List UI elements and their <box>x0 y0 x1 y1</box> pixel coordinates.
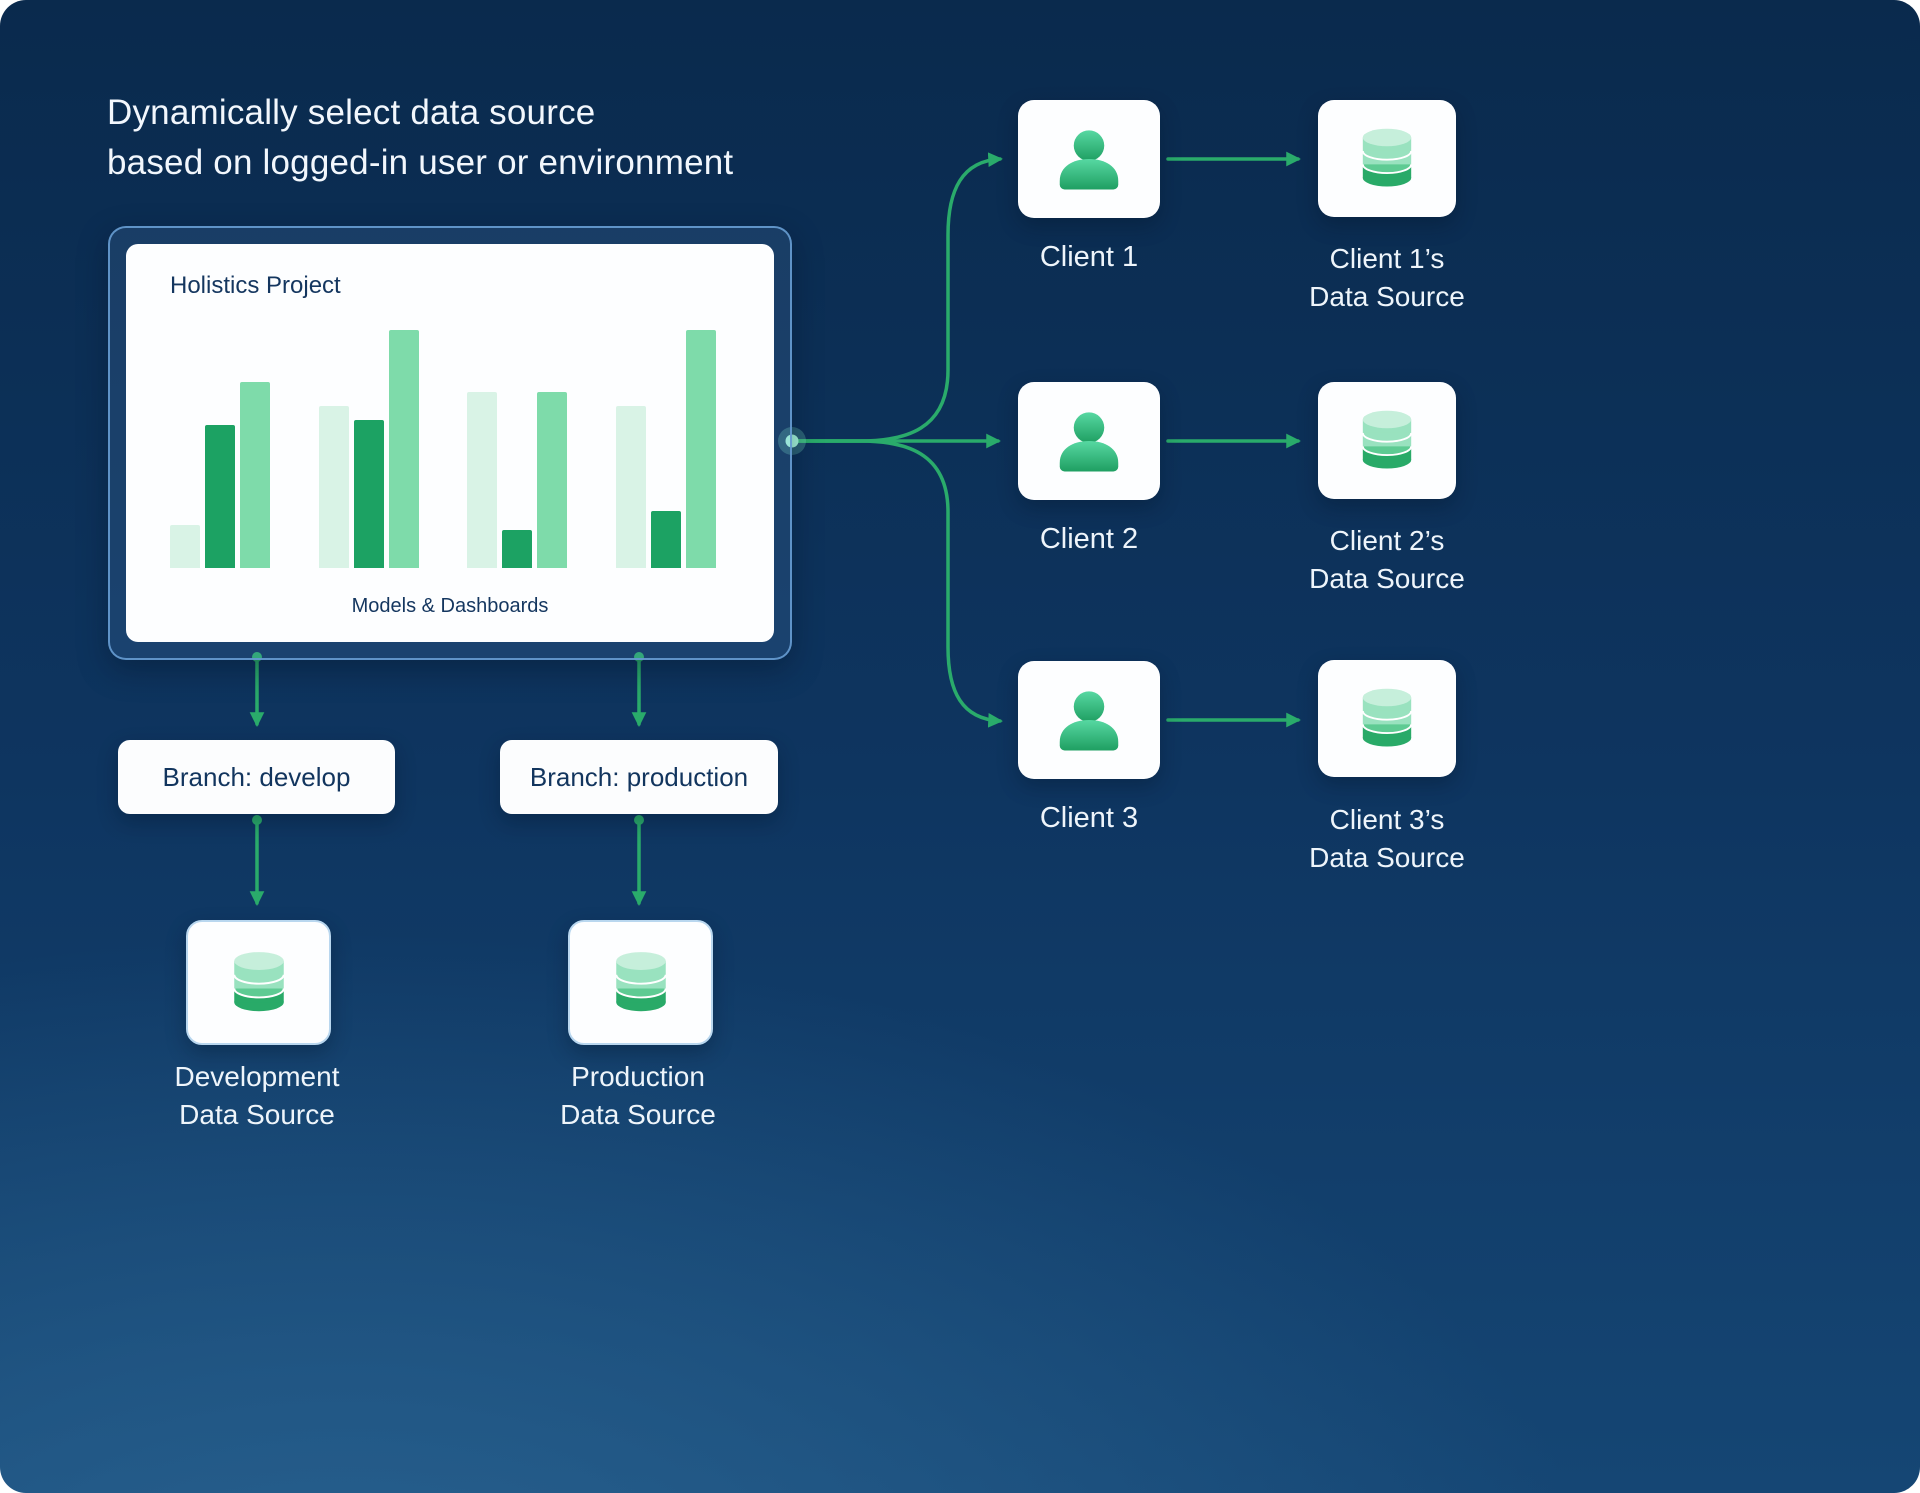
client-2-card <box>1018 382 1160 500</box>
label-line: Client 1’s <box>1329 243 1445 274</box>
client-1-data-source-card <box>1318 100 1456 217</box>
person-icon <box>1059 130 1119 190</box>
label-line: Production <box>571 1061 705 1092</box>
client-1-label: Client 1 <box>1039 241 1139 273</box>
database-icon <box>1361 128 1413 187</box>
bar <box>502 529 533 568</box>
branch-production-box: Branch: production <box>500 740 778 814</box>
project-caption: Models & Dashboards <box>351 595 549 617</box>
client-3-label: Client 3 <box>1039 802 1139 834</box>
bar-group <box>615 330 716 568</box>
bar-group <box>318 330 419 568</box>
bar <box>388 330 419 568</box>
project-card-inner: Holistics Project Models & Dashboards <box>126 244 774 642</box>
client-1-card <box>1018 100 1160 218</box>
bar <box>615 406 646 568</box>
database-icon <box>1361 410 1413 469</box>
title-line-1: Dynamically select data source <box>107 93 596 132</box>
label-line: Data Source <box>560 1099 716 1130</box>
development-data-source-label: Development Data Source <box>120 1058 394 1134</box>
label-line: Data Source <box>1309 842 1465 873</box>
client-3-card <box>1018 661 1160 779</box>
client-2-label: Client 2 <box>1039 523 1139 555</box>
glow-dot <box>778 427 806 455</box>
client-2-data-source-label: Client 2’s Data Source <box>1292 522 1482 598</box>
bar <box>205 425 235 568</box>
label-line: Client 2’s <box>1329 525 1445 556</box>
database-icon <box>614 951 667 1011</box>
person-icon <box>1059 691 1119 751</box>
bar-group <box>467 330 568 568</box>
label-line: Data Source <box>179 1099 335 1130</box>
label-line: Client 3’s <box>1329 804 1445 835</box>
branch-develop-label: Branch: develop <box>162 761 351 792</box>
bar-group <box>170 330 270 568</box>
bar-chart <box>170 330 716 568</box>
holistics-project-card: Holistics Project Models & Dashboards <box>108 226 792 660</box>
database-icon <box>1361 688 1413 747</box>
label-line: Data Source <box>1309 563 1465 594</box>
bar <box>537 391 568 568</box>
client-3-data-source-card <box>1318 660 1456 777</box>
database-icon <box>232 951 285 1011</box>
bar <box>170 525 200 568</box>
label-line: Development <box>174 1061 340 1092</box>
development-data-source-card <box>186 920 331 1045</box>
client-1-data-source-label: Client 1’s Data Source <box>1292 240 1482 316</box>
bar <box>650 510 681 568</box>
bar <box>685 330 716 568</box>
bar <box>240 382 270 568</box>
label-line: Data Source <box>1309 281 1465 312</box>
client-2-data-source-card <box>1318 382 1456 499</box>
arrow-project-to-client3 <box>790 439 1003 728</box>
production-data-source-label: Production Data Source <box>501 1058 775 1134</box>
bar <box>318 406 349 568</box>
project-title: Holistics Project <box>170 272 341 299</box>
bar <box>353 420 384 568</box>
bar <box>467 391 498 568</box>
client-3-data-source-label: Client 3’s Data Source <box>1292 801 1482 877</box>
title-line-2: based on logged-in user or environment <box>107 143 734 182</box>
page-title: Dynamically select data source based on … <box>107 88 733 188</box>
production-data-source-card <box>568 920 713 1045</box>
arrow-project-to-client1 <box>790 152 1003 443</box>
person-icon <box>1059 412 1119 472</box>
branch-production-label: Branch: production <box>529 761 749 792</box>
branch-develop-box: Branch: develop <box>118 740 395 814</box>
